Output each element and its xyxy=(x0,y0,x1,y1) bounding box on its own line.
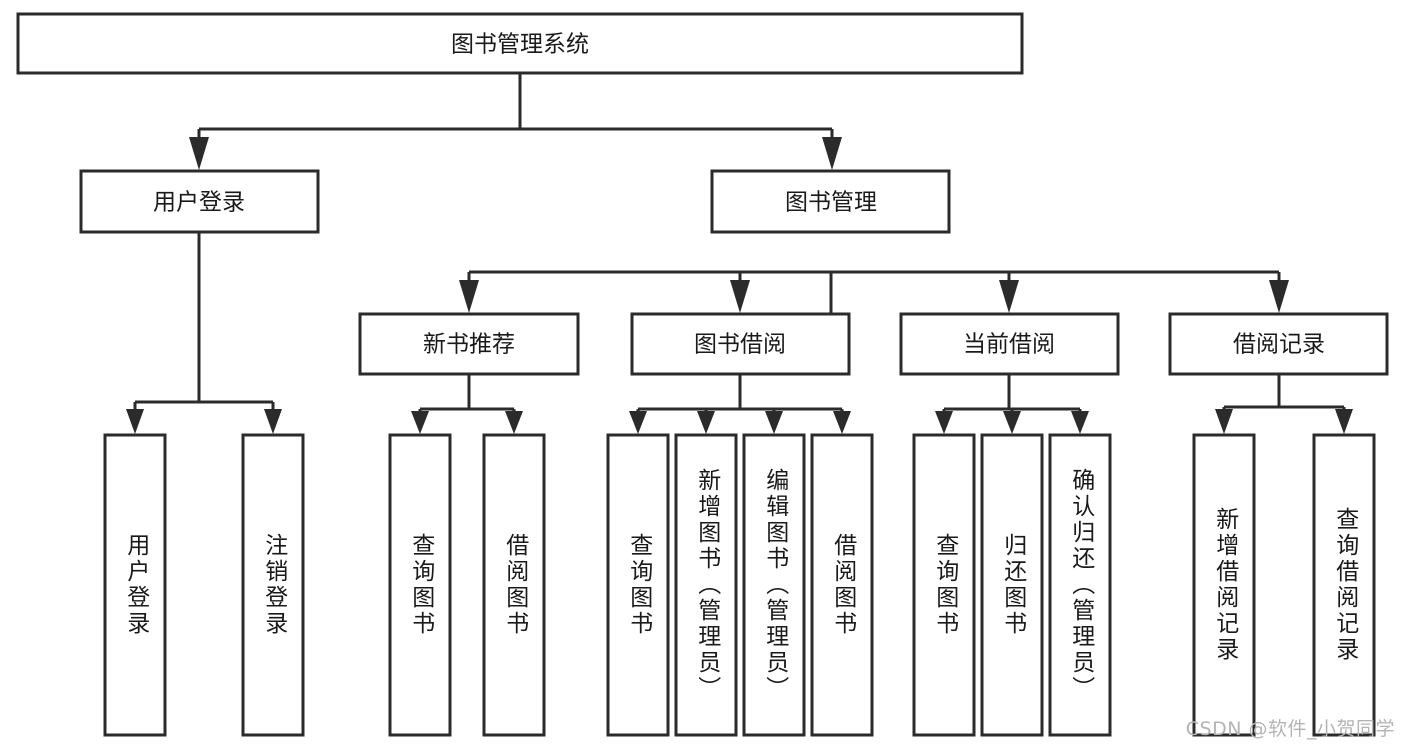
arrow-head-leaf-logout-login xyxy=(264,409,282,434)
node-user-login[interactable]: 用户登录 xyxy=(79,169,320,234)
arrow-head-leaf-confirm-return-admin xyxy=(1071,411,1089,434)
node-current-borrow[interactable]: 当前借阅 xyxy=(899,312,1120,376)
node-current-borrow-label: 当前借阅 xyxy=(963,332,1055,358)
node-current-borrow-box[interactable] xyxy=(899,312,1120,376)
node-leaf-confirm-return-admin-box[interactable] xyxy=(1048,433,1112,737)
leaf-boxes xyxy=(103,433,1376,737)
node-root[interactable]: 图书管理系统 xyxy=(16,12,1024,75)
node-leaf-user-login-box[interactable] xyxy=(103,433,167,737)
arrow-head-user-login xyxy=(189,137,209,170)
node-borrow-record-label: 借阅记录 xyxy=(1233,332,1325,358)
arrow-head-leaf-add-borrow-record xyxy=(1215,409,1233,434)
node-root-label: 图书管理系统 xyxy=(451,32,589,58)
arrow-head-leaf-user-login xyxy=(126,409,144,434)
connector-group-book-management xyxy=(459,270,1289,374)
node-user-login-box[interactable] xyxy=(79,169,320,234)
arrow-head-leaf-query-borrow-record xyxy=(1335,409,1353,434)
node-book-management-label: 图书管理 xyxy=(785,190,877,216)
node-leaf-query-book-borrow-box[interactable] xyxy=(606,433,670,737)
node-leaf-query-book-new-box[interactable] xyxy=(388,433,452,737)
node-borrow-record[interactable]: 借阅记录 xyxy=(1168,312,1389,376)
node-leaf-borrow-book-new-box[interactable] xyxy=(482,433,546,737)
arrow-head-new-book-recommend xyxy=(459,280,479,313)
node-root-box[interactable] xyxy=(16,12,1024,75)
node-new-book-recommend-box[interactable] xyxy=(358,312,580,376)
connector-group-new-book-recommend xyxy=(411,374,523,434)
node-user-login-label: 用户登录 xyxy=(153,190,245,216)
arrow-head-book-borrow xyxy=(730,280,750,313)
node-book-borrow[interactable]: 图书借阅 xyxy=(630,312,851,376)
arrow-head-leaf-return-book xyxy=(1003,411,1021,434)
node-book-management-box[interactable] xyxy=(710,169,951,234)
node-book-borrow-label: 图书借阅 xyxy=(694,332,786,358)
arrow-head-leaf-edit-book-admin xyxy=(765,411,783,434)
arrow-head-leaf-add-book-admin xyxy=(697,411,715,434)
node-borrow-record-box[interactable] xyxy=(1168,312,1389,376)
arrow-head-book-management xyxy=(822,137,842,170)
node-leaf-logout-login-box[interactable] xyxy=(241,433,305,737)
arrow-head-leaf-query-book-current xyxy=(935,411,953,434)
arrow-head-borrow-record xyxy=(1269,280,1289,313)
connector-group-user-login xyxy=(126,232,282,434)
connector-group-current-borrow xyxy=(935,374,1089,434)
connector-group-borrow-record xyxy=(1215,374,1353,434)
node-book-borrow-box[interactable] xyxy=(630,312,851,376)
node-leaf-add-borrow-record-box[interactable] xyxy=(1192,433,1256,737)
node-leaf-edit-book-admin-box[interactable] xyxy=(742,433,806,737)
node-leaf-query-borrow-record-box[interactable] xyxy=(1312,433,1376,737)
node-leaf-borrow-book-box[interactable] xyxy=(810,433,874,737)
arrow-head-leaf-query-book-new xyxy=(411,411,429,434)
node-leaf-return-book-box[interactable] xyxy=(980,433,1044,737)
arrow-head-leaf-query-book-borrow xyxy=(629,411,647,434)
connector-group-book-borrow xyxy=(629,374,851,434)
node-book-management[interactable]: 图书管理 xyxy=(710,169,951,234)
node-leaf-add-book-admin-box[interactable] xyxy=(674,433,738,737)
connector-group-root xyxy=(189,73,842,170)
arrow-head-leaf-borrow-book-new xyxy=(505,411,523,434)
node-leaf-query-book-current-box[interactable] xyxy=(912,433,976,737)
arrow-head-leaf-borrow-book xyxy=(833,411,851,434)
arrow-head-current-borrow xyxy=(999,280,1019,313)
csdn-watermark: CSDN @软件_小贺同学 xyxy=(1185,718,1395,740)
node-new-book-recommend-label: 新书推荐 xyxy=(423,332,515,358)
node-new-book-recommend[interactable]: 新书推荐 xyxy=(358,312,580,376)
